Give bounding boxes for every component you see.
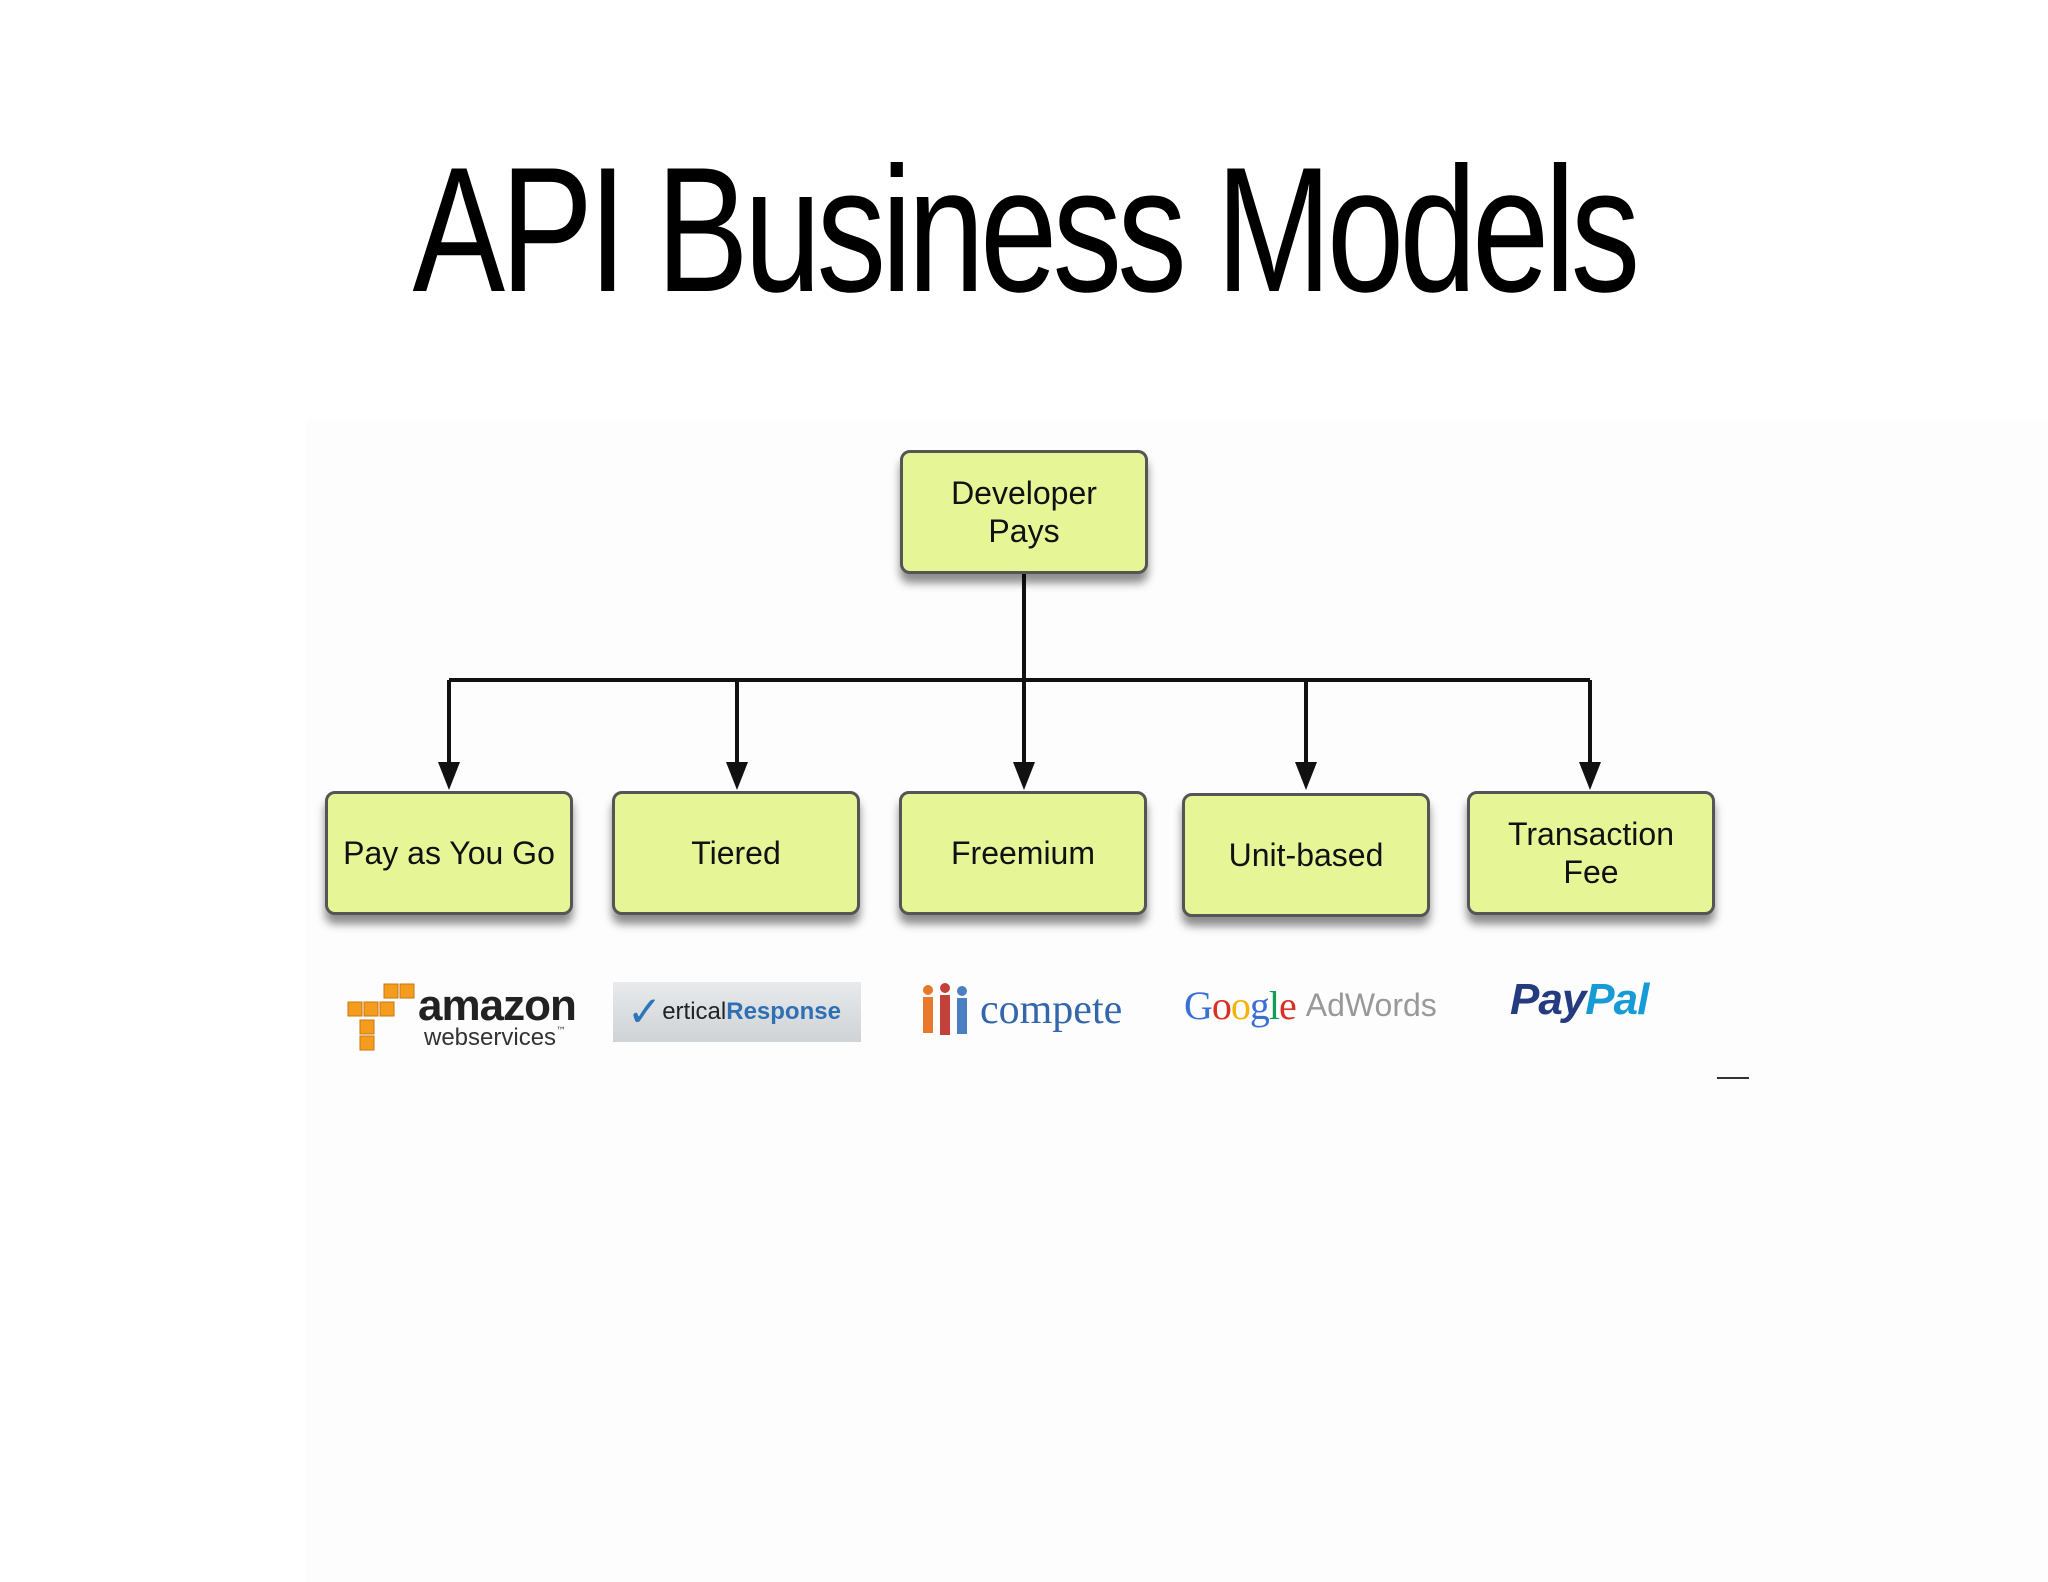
node-transaction-fee: Transaction Fee [1467, 791, 1715, 915]
compete-wordmark: compete [980, 987, 1123, 1033]
google-letter: G [1184, 983, 1213, 1028]
amazon-web-services-logo: amazon webservices ™ [346, 981, 577, 1054]
connector-arrowhead [438, 762, 460, 790]
connector-arrowhead [1013, 762, 1035, 790]
compete-logo: compete [920, 982, 1122, 1038]
google-adwords-logo: Google AdWords [1184, 982, 1437, 1029]
aws-wordmark: amazon [418, 981, 577, 1030]
aws-trademark: ™ [556, 1026, 567, 1037]
google-letter: o [1211, 983, 1232, 1028]
slide-title: API Business Models [412, 130, 1641, 329]
connector-arrowhead [1579, 762, 1601, 790]
google-letter: l [1268, 983, 1280, 1028]
google-letter: o [1230, 983, 1251, 1028]
vr-check-icon: ✓ [627, 987, 663, 1036]
compete-people-icon [923, 983, 967, 1035]
aws-cubes-icon [347, 983, 415, 1051]
node-pay-as-you-go: Pay as You Go [325, 791, 573, 915]
node-freemium: Freemium [899, 791, 1147, 915]
node-tiered: Tiered [612, 791, 860, 915]
paypal-logo: PayPal [1510, 975, 1649, 1025]
google-letter: g [1249, 983, 1270, 1028]
vr-wordmark-part1: ertical [662, 998, 727, 1025]
node-unit-based: Unit-based [1182, 793, 1430, 917]
vertical-response-logo: ✓ ertical Response [613, 982, 861, 1042]
diagram-background [306, 420, 2048, 1582]
node-developer-pays: Developer Pays [900, 450, 1148, 574]
connector-arrowhead [726, 762, 748, 790]
adwords-wordmark: AdWords [1305, 987, 1437, 1023]
aws-subtitle: webservices [424, 1024, 557, 1051]
paypal-part1: Pay [1510, 975, 1586, 1024]
google-letter: e [1279, 983, 1297, 1028]
paypal-wordmark: PayPal [1510, 975, 1649, 1025]
connector-arrowhead [1295, 762, 1317, 790]
google-wordmark: Google [1184, 982, 1297, 1029]
small-divider [1717, 1077, 1749, 1079]
vr-wordmark-part2: Response [726, 998, 841, 1025]
paypal-part2: Pal [1585, 975, 1649, 1024]
